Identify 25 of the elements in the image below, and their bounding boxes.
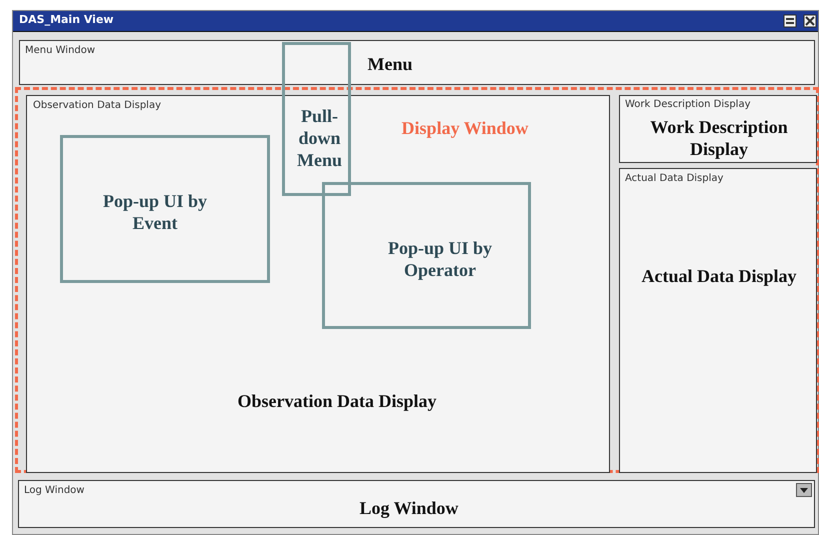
panel-caption: Menu Window — [25, 45, 96, 56]
pulldown-menu-frame — [282, 42, 351, 196]
display-window-region — [15, 87, 819, 473]
panel-caption: Log Window — [24, 485, 84, 496]
actual-data-panel — [619, 168, 817, 473]
window-title: DAS_Main View — [19, 13, 114, 26]
popup-frame — [322, 182, 531, 329]
panel-label: Pull-down Menu — [296, 105, 343, 171]
panel-label: Work Description Display — [649, 116, 789, 160]
panel-caption: Observation Data Display — [33, 100, 161, 111]
panel-caption: Actual Data Display — [625, 173, 724, 184]
panel-caption: Work Description Display — [625, 99, 750, 110]
panel-label: Observation Data Display — [236, 390, 438, 412]
panel-label: Actual Data Display — [640, 265, 798, 287]
panel-label: Log Window — [358, 497, 460, 519]
popup-frame — [60, 135, 270, 283]
menu-window-panel — [19, 40, 815, 85]
observation-panel — [26, 95, 610, 473]
panel-label: Pop-up UI by Event — [102, 190, 208, 234]
panel-label: Pop-up UI by Operator — [386, 237, 494, 281]
log-window-panel — [18, 480, 815, 528]
panel-label: Menu — [366, 53, 414, 75]
work-description-panel — [619, 95, 817, 163]
region-label: Display Window — [400, 117, 530, 139]
app-window — [12, 10, 819, 535]
